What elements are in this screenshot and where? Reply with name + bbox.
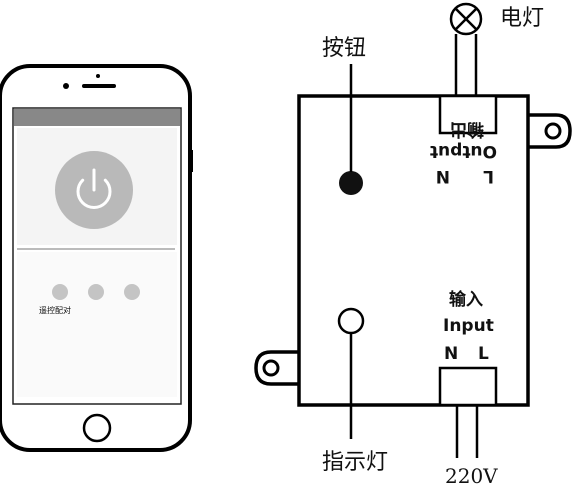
phone-home-button[interactable]: [82, 413, 112, 443]
input-cn: 输入: [449, 289, 483, 310]
pair-dot-2[interactable]: [88, 284, 104, 300]
module-box: [297, 94, 530, 407]
phone-speaker: [82, 84, 116, 88]
pair-label: 遥控配对: [39, 305, 71, 315]
pair-button[interactable]: [339, 171, 363, 195]
phone-camera-icon: [96, 74, 100, 78]
output-terminal: [438, 94, 498, 135]
output-cn: 输出: [450, 119, 484, 140]
lamp-label: 电灯: [500, 6, 544, 31]
indicator-label: 指示灯: [322, 450, 388, 475]
output-pin-l: L: [483, 166, 494, 186]
power-icon: [76, 178, 112, 209]
mount-hole-right: [544, 122, 562, 140]
indicator-led: [337, 307, 365, 335]
input-pin-l: L: [478, 344, 489, 364]
lamp-circuit: 电灯: [449, 2, 544, 96]
lamp-icon-cross-b: [454, 7, 478, 31]
input-en: Input: [443, 316, 494, 336]
app-header-bar: [14, 109, 180, 126]
controller-module: N L Output 输出 输入 Input N L: [254, 94, 572, 407]
phone-sensor-icon: [63, 83, 69, 89]
callouts: 按钮 指示灯: [322, 36, 388, 475]
button-label: 按钮: [322, 36, 366, 61]
input-pin-n: N: [444, 344, 458, 364]
pair-dot-3[interactable]: [124, 284, 140, 300]
output-labels-rotated: N L Output 输出: [430, 119, 497, 186]
phone-side-button-right: [189, 150, 193, 172]
smartphone: 遥控配对: [0, 64, 193, 452]
voltage-label: 220V: [445, 464, 498, 488]
pair-dot-1[interactable]: [52, 284, 68, 300]
output-en: Output: [430, 141, 497, 161]
phone-side-button-left: [0, 120, 1, 136]
input-terminal: [438, 366, 498, 407]
output-pin-n: N: [436, 166, 450, 186]
mount-hole-left: [262, 359, 280, 377]
app-bottom-panel: [17, 252, 177, 397]
input-circuit: 220V: [445, 405, 498, 488]
